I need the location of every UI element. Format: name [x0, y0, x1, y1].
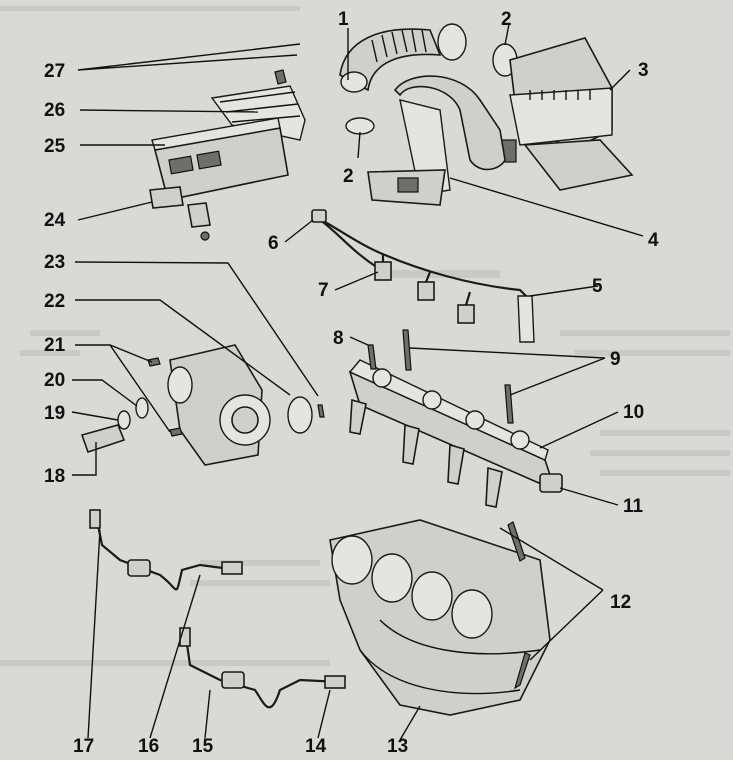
callout-26: 26 [44, 100, 65, 121]
callout-8: 8 [333, 328, 344, 349]
injectors [349, 398, 503, 508]
callout-14: 14 [305, 736, 327, 757]
bolt-8 [367, 344, 377, 370]
pressure-regulator-11 [539, 473, 563, 493]
oxygen-sensor-14 [183, 629, 346, 709]
callout-1: 1 [338, 9, 349, 30]
leader-lines [71, 23, 644, 741]
connectors-24 [149, 186, 211, 241]
wiring-harness-6 [311, 209, 532, 341]
callout-5: 5 [592, 276, 603, 297]
sensor-connector-15 [179, 627, 191, 647]
bolts-9 [402, 329, 514, 424]
injector-connectors-7 [374, 255, 475, 324]
callout-16: 16 [138, 736, 159, 757]
background-bleed [0, 6, 730, 666]
callout-3: 3 [638, 60, 649, 81]
callout-21: 21 [44, 335, 66, 356]
throttle-body-22 [167, 344, 313, 466]
callout-12: 12 [610, 592, 631, 613]
callout-25: 25 [44, 136, 66, 157]
intake-duct-4 [367, 75, 506, 206]
callout-23: 23 [44, 252, 65, 273]
callout-2-top: 2 [501, 9, 512, 30]
callout-15: 15 [192, 736, 214, 757]
callout-20: 20 [44, 370, 65, 391]
bolts-12 [507, 521, 531, 690]
bolts-21 [147, 357, 183, 437]
callout-19: 19 [44, 403, 65, 424]
callout-4: 4 [648, 230, 659, 251]
o-ring-20 [135, 397, 149, 419]
callout-17: 17 [73, 736, 94, 757]
callout-11: 11 [623, 496, 644, 517]
air-filter-3 [497, 37, 634, 191]
ecu-25 [151, 117, 289, 201]
harness-tube-5 [517, 295, 535, 343]
callout-10: 10 [623, 402, 644, 423]
callout-22: 22 [44, 291, 65, 312]
callout-27: 27 [44, 61, 65, 82]
hose-clamp-2b [345, 117, 375, 135]
oxygen-sensor-16 [94, 514, 243, 591]
bracket-27 [210, 69, 306, 141]
callout-6: 6 [268, 233, 279, 254]
callout-labels: 1 2 2 3 4 5 6 7 8 9 10 11 12 13 14 15 16… [44, 9, 659, 757]
callout-2-bottom: 2 [343, 166, 354, 187]
seal-19 [117, 410, 131, 430]
callout-9: 9 [610, 349, 621, 370]
intake-manifold-13 [329, 519, 551, 716]
bolt-23 [317, 404, 325, 418]
callout-13: 13 [387, 736, 408, 757]
callout-7: 7 [318, 280, 329, 301]
sensor-connector-17 [89, 509, 101, 529]
callout-18: 18 [44, 466, 65, 487]
sensor-18 [80, 424, 126, 454]
callout-24: 24 [44, 210, 66, 231]
